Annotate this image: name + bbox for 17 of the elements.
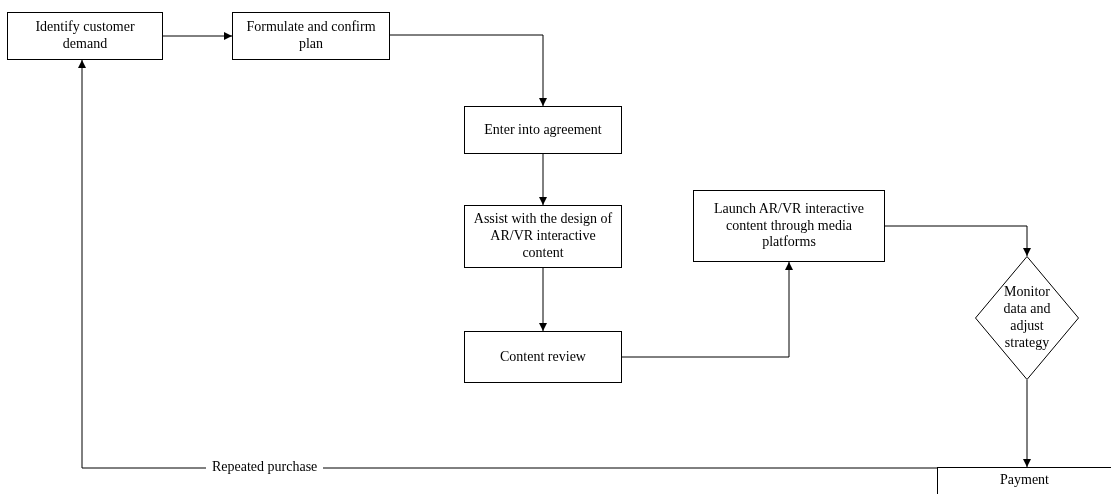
arrow	[162, 32, 233, 40]
arrow	[884, 225, 1031, 257]
process-box: Assist with the design of AR/VR interactive content	[464, 205, 622, 268]
process-box: Payment	[937, 467, 1111, 494]
process-box: Enter into agreement	[464, 106, 622, 154]
arrow	[539, 153, 547, 206]
process-box: Launch AR/VR interactive content through media platforms	[693, 190, 885, 262]
arrow	[1023, 379, 1031, 468]
arrow	[78, 59, 938, 469]
arrow	[539, 267, 547, 332]
process-box: Formulate and confirm plan	[232, 12, 390, 60]
edge-label: Repeated purchase	[206, 459, 324, 475]
arrow	[621, 261, 793, 358]
process-box: Content review	[464, 331, 622, 383]
decision-diamond: Monitor data and adjust strategy	[975, 256, 1079, 380]
process-box: Identify customer demand	[7, 12, 163, 60]
arrow	[389, 34, 547, 107]
